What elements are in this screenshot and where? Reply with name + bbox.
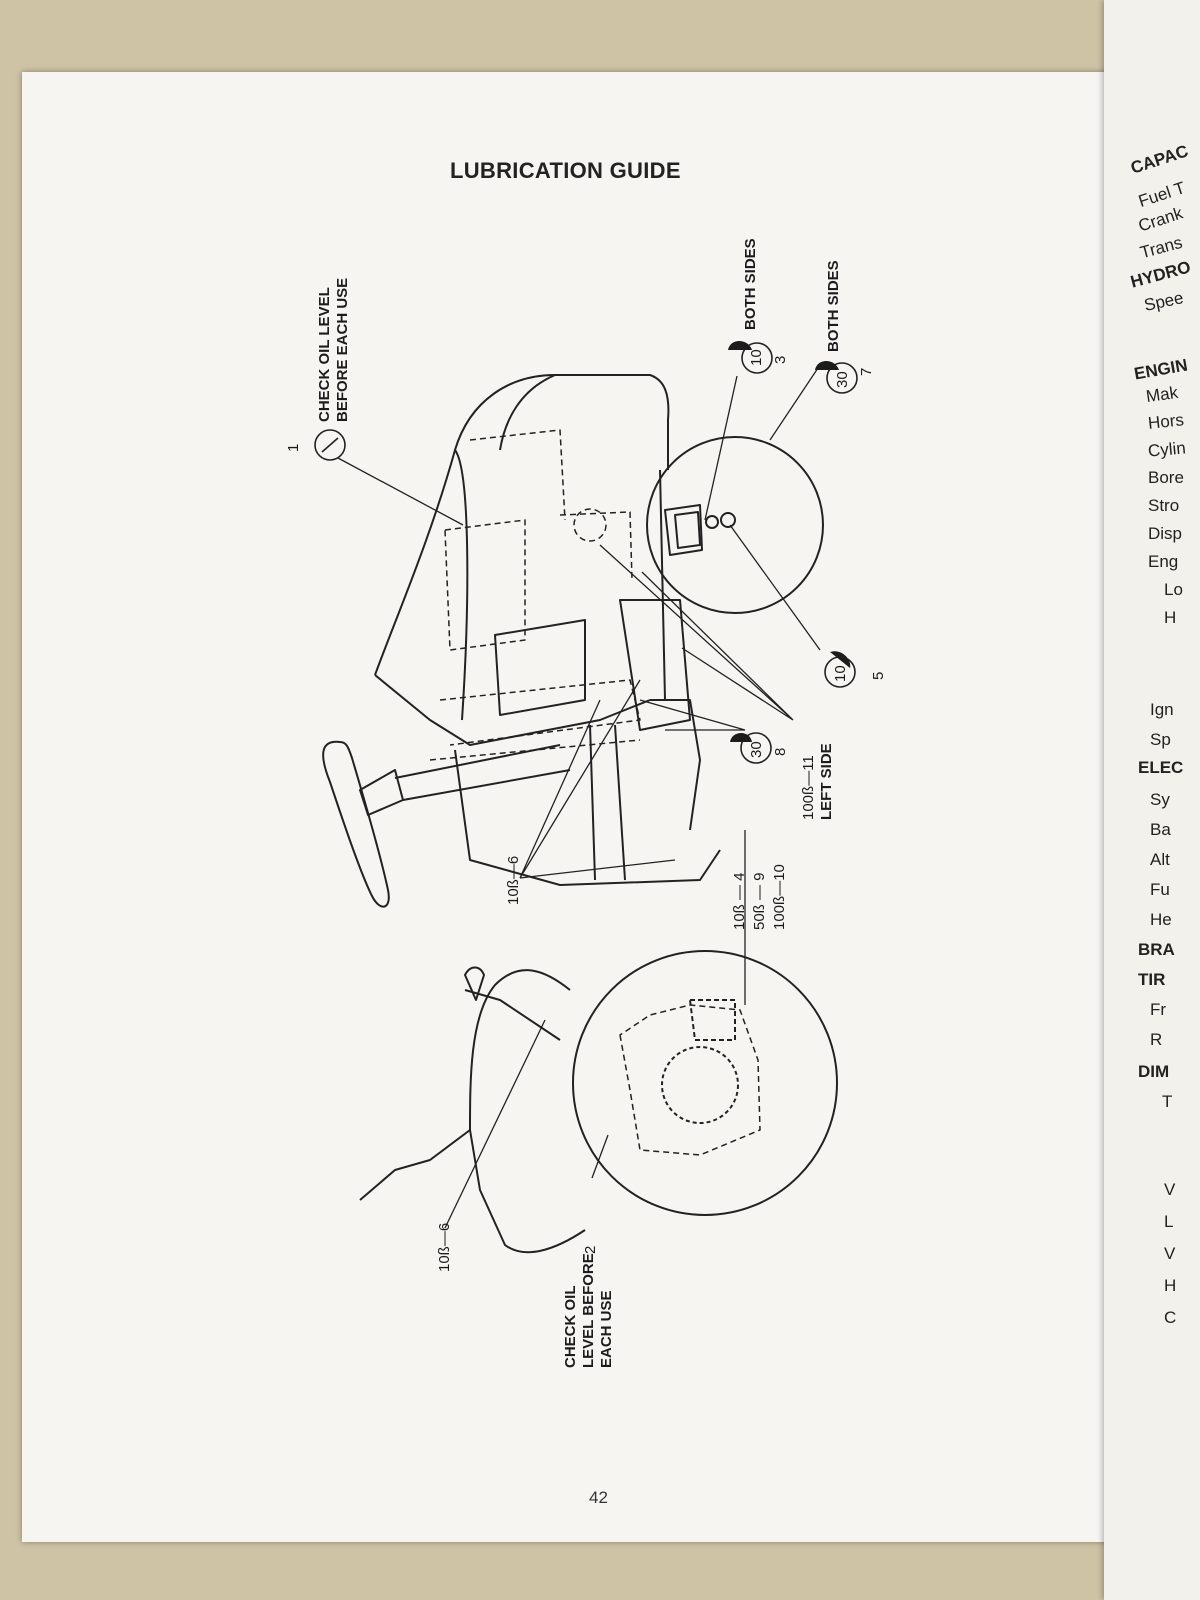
page-title: LUBRICATION GUIDE bbox=[450, 158, 681, 183]
np-line: Bore bbox=[1148, 468, 1184, 487]
callout-5-code: 10 bbox=[832, 665, 849, 682]
front-wheel bbox=[572, 950, 838, 1216]
np-line: ELEC bbox=[1138, 758, 1184, 777]
callout-8-number: 8 bbox=[772, 747, 789, 756]
np-line: Ba bbox=[1150, 820, 1171, 839]
np-line: Mak bbox=[1144, 382, 1180, 407]
detail-circle bbox=[646, 436, 824, 614]
np-line: H bbox=[1164, 608, 1177, 627]
callout-7-number: 7 bbox=[858, 367, 875, 376]
np-line: Fu bbox=[1150, 880, 1170, 899]
callout-3-code: 10 bbox=[748, 349, 765, 366]
np-line: He bbox=[1150, 910, 1172, 929]
np-line: Cylin bbox=[1147, 438, 1187, 461]
np-line: R bbox=[1150, 1030, 1163, 1049]
np-line: Sp bbox=[1150, 730, 1171, 749]
np-line: Stro bbox=[1148, 496, 1180, 515]
front-fender bbox=[469, 969, 586, 1254]
callout-7-oil-can-icon bbox=[826, 362, 858, 394]
np-line: BRA bbox=[1138, 940, 1175, 959]
np-line: V bbox=[1164, 1180, 1176, 1199]
chassis-frame bbox=[454, 749, 721, 886]
np-line: Ign bbox=[1150, 700, 1174, 719]
callout-1-label: CHECK OIL LEVEL BEFORE EACH USE bbox=[316, 277, 351, 422]
np-line: DIM bbox=[1138, 1062, 1170, 1081]
np-line: HYDRO bbox=[1128, 257, 1193, 292]
np-line: Lo bbox=[1164, 580, 1183, 599]
np-line: Alt bbox=[1150, 850, 1170, 869]
callout-4-9-10-label: 10ß — 4 50ß — 9 100ß—10 bbox=[731, 864, 788, 930]
hood-outline bbox=[374, 374, 670, 676]
np-line: C bbox=[1164, 1308, 1177, 1327]
np-line: Disp bbox=[1148, 524, 1183, 543]
page-number: 42 bbox=[589, 1488, 608, 1507]
callout-6-upper-label: 10ß—6 bbox=[505, 855, 522, 905]
np-line: Sy bbox=[1150, 790, 1170, 809]
np-line: Spee bbox=[1142, 288, 1186, 315]
np-line: V bbox=[1164, 1244, 1176, 1263]
np-line: H bbox=[1164, 1276, 1177, 1295]
callout-2-number: 2 bbox=[582, 1245, 599, 1254]
oil-can-icons bbox=[314, 342, 858, 764]
np-line: Trans bbox=[1138, 232, 1185, 263]
seat bbox=[619, 599, 691, 731]
steering-wheel bbox=[322, 740, 390, 908]
np-line: CAPAC bbox=[1128, 141, 1191, 178]
callout-3-label: BOTH SIDES bbox=[742, 238, 759, 330]
callout-8-code: 30 bbox=[748, 741, 765, 758]
np-line: T bbox=[1162, 1092, 1173, 1111]
callout-3-number: 3 bbox=[772, 355, 789, 364]
np-line: TIR bbox=[1138, 970, 1166, 989]
callout-1-gauge-icon bbox=[314, 429, 346, 461]
callout-6-lower-label: 10ß—6 bbox=[436, 1222, 453, 1272]
callout-3-oil-can-icon bbox=[741, 342, 773, 374]
callout-2-label: CHECK OIL LEVEL BEFORE EACH USE bbox=[562, 1253, 615, 1368]
np-line: ENGIN bbox=[1132, 355, 1189, 384]
manual-page bbox=[22, 72, 1160, 1542]
np-line: Hors bbox=[1147, 410, 1185, 433]
callout-8-oil-can-icon bbox=[740, 732, 772, 764]
adjacent-page: CAPAC Fuel T Crank Trans HYDRO Spee ENGI… bbox=[1104, 0, 1200, 1600]
np-line: Eng bbox=[1148, 552, 1179, 571]
np-line: L bbox=[1164, 1212, 1174, 1231]
callout-5-number: 5 bbox=[870, 671, 887, 680]
callout-7-label: BOTH SIDES bbox=[825, 260, 842, 352]
callout-1-number: 1 bbox=[285, 443, 302, 452]
np-line: Fr bbox=[1150, 1000, 1167, 1019]
callout-11-label: 100ß—11 LEFT SIDE bbox=[800, 743, 835, 820]
callout-7-code: 30 bbox=[834, 371, 851, 388]
